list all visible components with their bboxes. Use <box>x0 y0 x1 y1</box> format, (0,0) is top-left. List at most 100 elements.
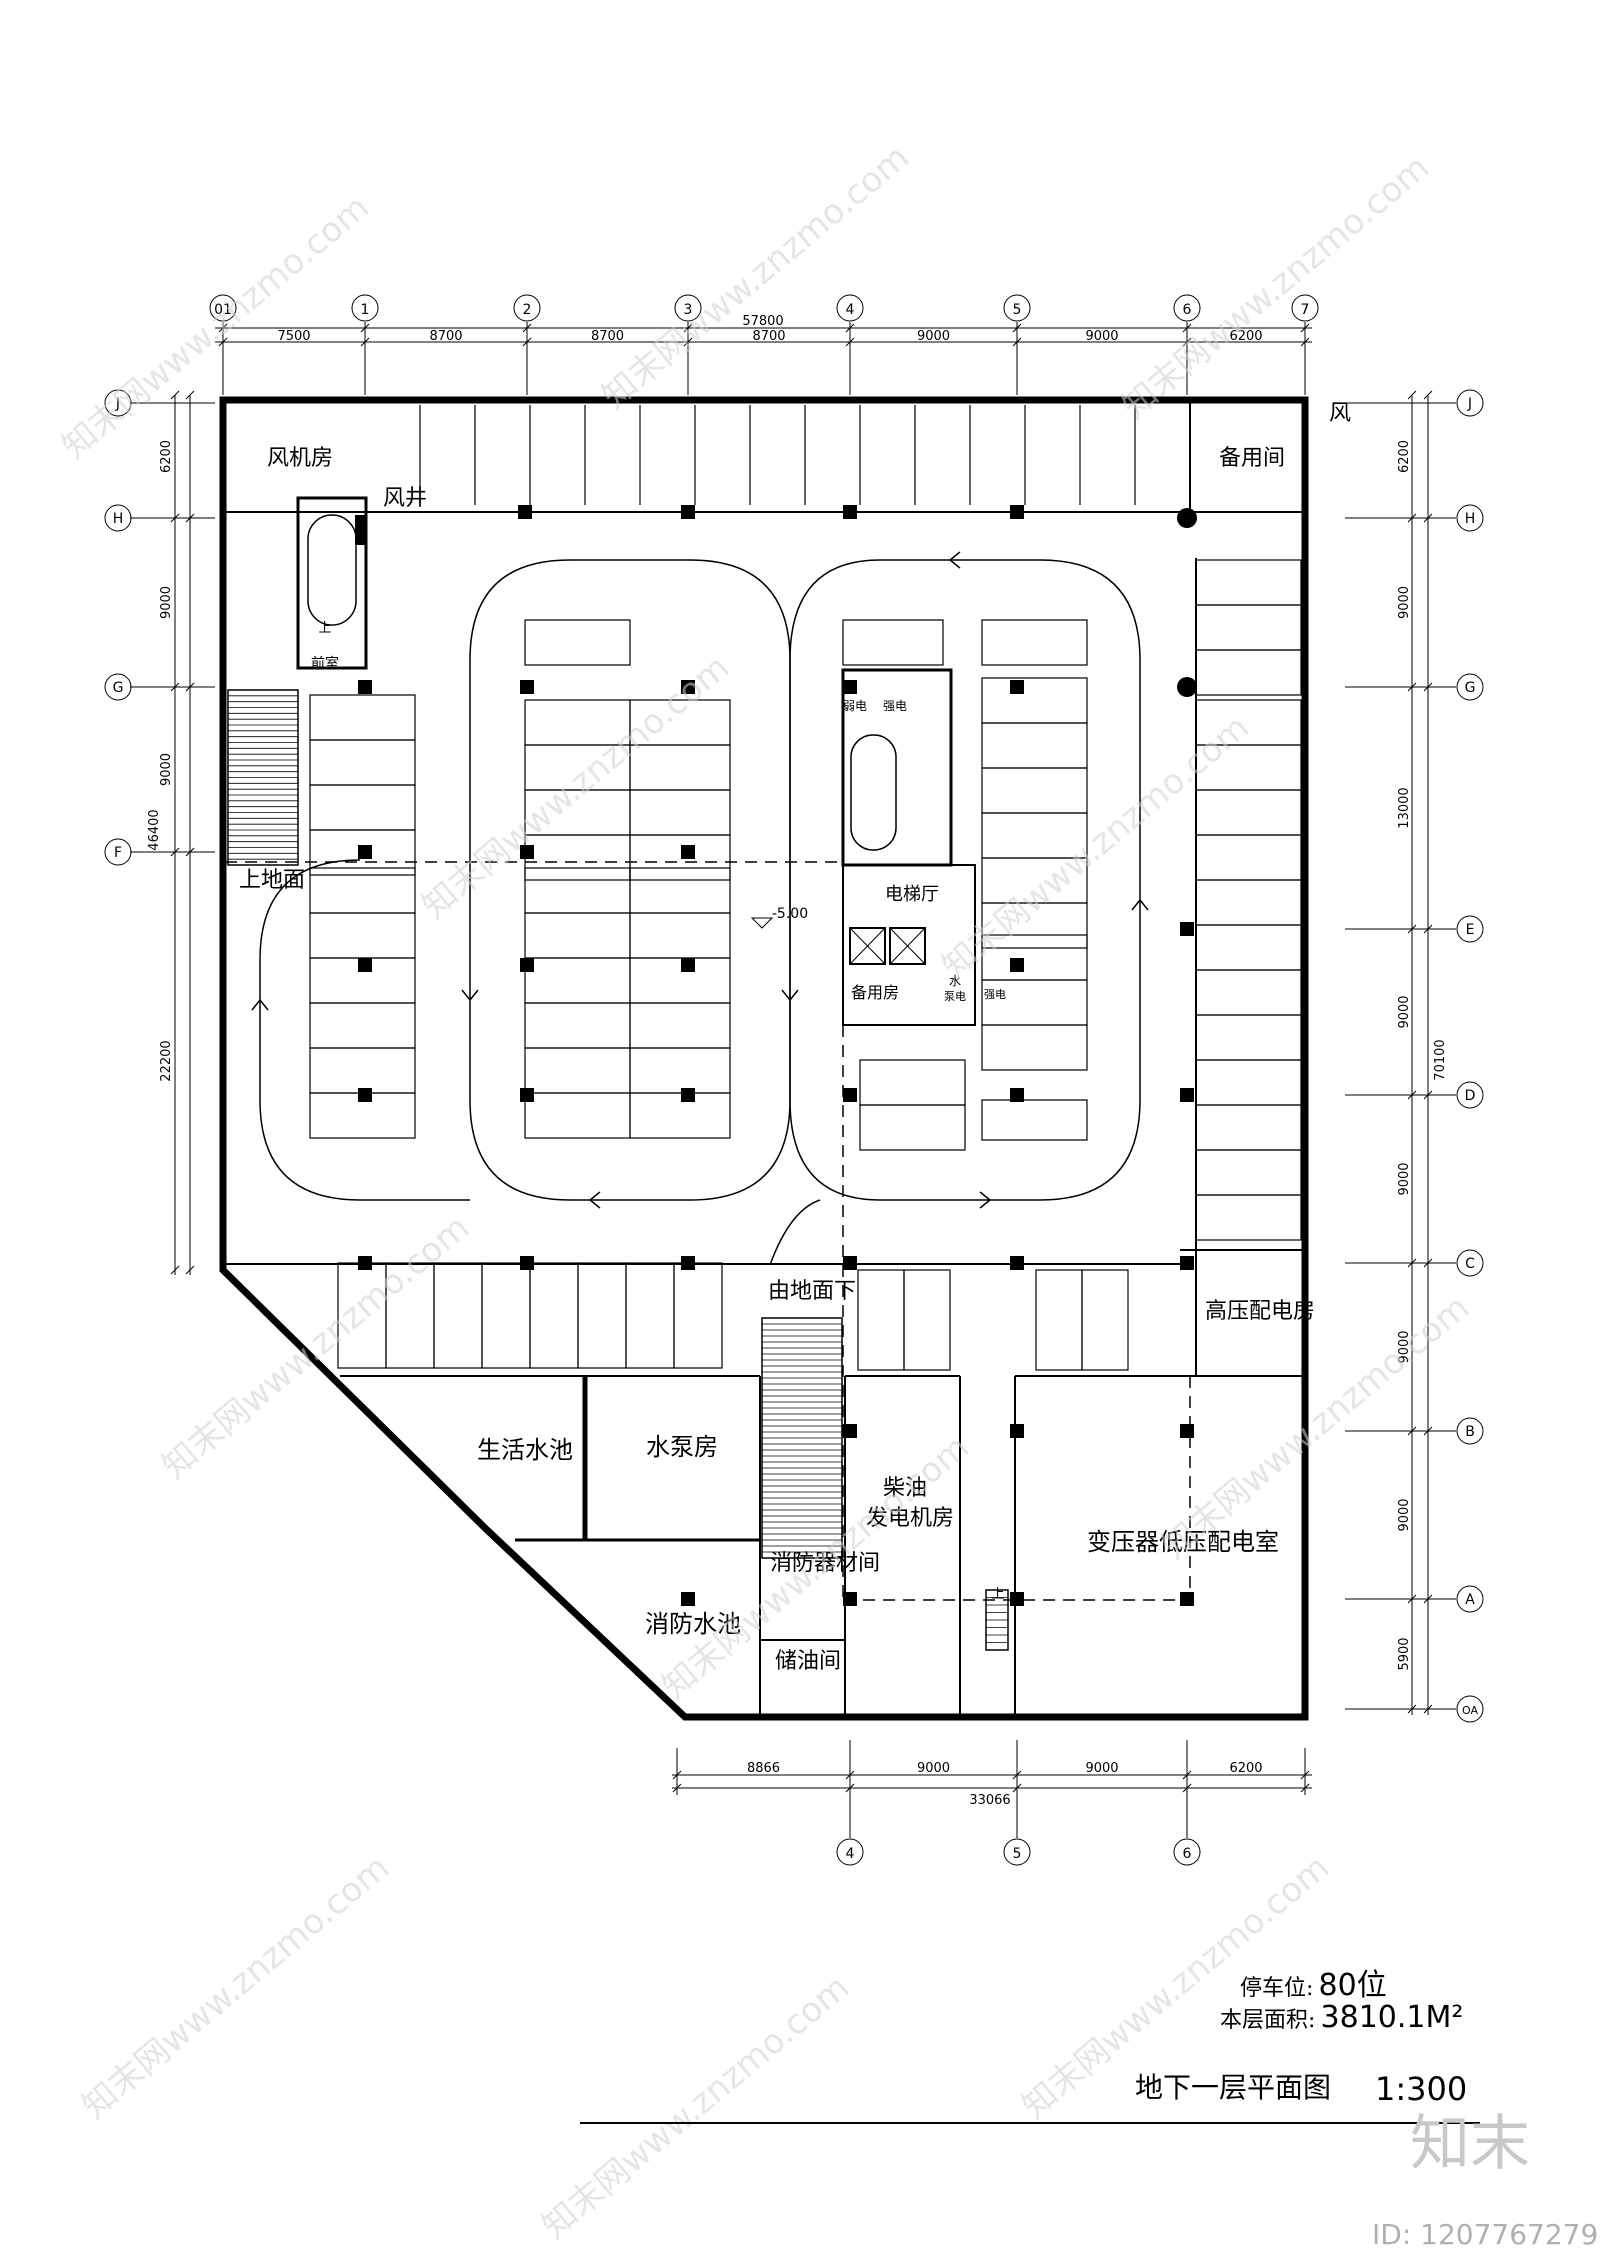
route-arrow <box>1131 898 1149 911</box>
parking-stall <box>629 912 731 959</box>
dimension-tick <box>683 337 693 347</box>
dimension-tick <box>360 323 370 333</box>
grid-label-row: A <box>1465 1592 1475 1608</box>
parking-stall <box>524 957 631 1004</box>
room-label-generator: 发电机房 <box>866 1506 954 1531</box>
structural-column <box>1010 505 1024 519</box>
structural-column <box>843 680 857 694</box>
route-arrow <box>979 1191 992 1209</box>
route-arrow <box>588 1191 601 1209</box>
structural-column <box>1180 1592 1194 1606</box>
parking-stall <box>1195 789 1302 836</box>
dimension-tick <box>845 337 855 347</box>
grid-bubble-row <box>1456 1249 1484 1277</box>
grid-label-column: 5 <box>1013 302 1022 318</box>
parking-stall <box>1195 1059 1302 1106</box>
parking-stall <box>1035 1269 1083 1371</box>
structural-column <box>1010 1592 1024 1606</box>
parking-stall <box>981 979 1088 1026</box>
dimension-tick <box>1423 390 1433 400</box>
grid-label-row: E <box>1466 922 1475 938</box>
column <box>355 515 365 545</box>
route-arrow <box>948 551 961 569</box>
stair-core <box>296 496 368 670</box>
small-column <box>523 961 531 969</box>
room-label-hv-room: 高压配电房 <box>1205 1299 1315 1324</box>
room-label-fire-pool: 消防水池 <box>645 1610 741 1638</box>
parking-stall <box>857 1269 905 1371</box>
route-arrow <box>461 989 479 1002</box>
structural-column <box>518 505 532 519</box>
route-to-ramp <box>769 1199 821 1266</box>
dimension-tick <box>1407 1704 1417 1714</box>
dimension-tick <box>1423 1426 1433 1436</box>
dimension-tick <box>1423 682 1433 692</box>
grid-label-row: J <box>1467 396 1472 412</box>
dimension-tick <box>1407 390 1417 400</box>
structural-column <box>358 680 372 694</box>
parking-stall <box>524 1047 631 1094</box>
room-label-spare-room: 备用房 <box>851 983 899 1002</box>
dimension-span: 6200 <box>1229 1761 1262 1776</box>
elevator-shaft <box>849 927 886 965</box>
parking-stall <box>309 694 416 741</box>
parking-stall <box>625 1262 675 1369</box>
dimension-tick <box>1300 337 1310 347</box>
dimension-total: 57800 <box>742 314 783 329</box>
parking-stall <box>1195 559 1302 606</box>
structural-column <box>681 845 695 859</box>
label-ramp-up: 上地面 <box>239 868 305 893</box>
dimension-tick <box>1423 1090 1433 1100</box>
elevator-cross <box>849 927 886 965</box>
structural-column <box>843 1592 857 1606</box>
room-label-air: 风 <box>1329 401 1351 426</box>
structural-column <box>1180 922 1194 936</box>
grid-bubble-row <box>104 673 132 701</box>
structural-column <box>843 1256 857 1270</box>
elevator-hall-box <box>842 864 976 1026</box>
parking-stall <box>629 1092 731 1139</box>
grid-bubble-row <box>104 389 132 417</box>
dimension-tick <box>185 513 195 523</box>
grid-label-column: 6 <box>1183 1846 1192 1862</box>
dimension-tick <box>1407 1258 1417 1268</box>
dimension-span: 9000 <box>1397 995 1412 1028</box>
dimension-tick <box>185 682 195 692</box>
grid-label-row: F <box>114 845 122 861</box>
grid-lines <box>104 294 1484 1866</box>
room-label-fire-equipment: 消防器材间 <box>770 1551 880 1576</box>
dimension-tick <box>1012 337 1022 347</box>
structural-column <box>358 845 372 859</box>
parking-stall <box>629 834 731 881</box>
parking-stall <box>629 1047 731 1094</box>
parking-stall <box>981 767 1088 814</box>
parking-stall <box>859 1059 966 1106</box>
dimension-span: 9000 <box>917 329 950 344</box>
dimension-tick <box>683 323 693 333</box>
parking-stall <box>981 619 1088 666</box>
parking-stall <box>1195 604 1302 651</box>
small-column <box>684 1091 692 1099</box>
dimension-span: 9000 <box>1397 586 1412 619</box>
parking-stall <box>1195 969 1302 1016</box>
core-stair <box>850 734 897 851</box>
grid-bubble-column <box>836 294 864 322</box>
dimension-tick <box>1012 323 1022 333</box>
structural-column <box>1010 1088 1024 1102</box>
grid-label-column: 4 <box>846 1846 855 1862</box>
grid-bubble-column <box>1173 294 1201 322</box>
parking-stall <box>981 722 1088 769</box>
grid-bubble-row <box>1456 1695 1484 1723</box>
parking-value: 80位 <box>1318 1968 1387 2003</box>
parking-stall <box>629 957 731 1004</box>
room-label-strong-electric: 强电 <box>883 699 907 713</box>
grid-label-column: 6 <box>1183 302 1192 318</box>
parking-stall <box>309 739 416 786</box>
grid-label-column: 2 <box>523 302 532 318</box>
dimension-tick <box>1423 1594 1433 1604</box>
parking-stall <box>1195 649 1302 696</box>
room-label-strong-elec: 强电 <box>984 988 1006 1001</box>
structural-column <box>1010 1424 1024 1438</box>
grid-label-column: 7 <box>1301 302 1310 318</box>
